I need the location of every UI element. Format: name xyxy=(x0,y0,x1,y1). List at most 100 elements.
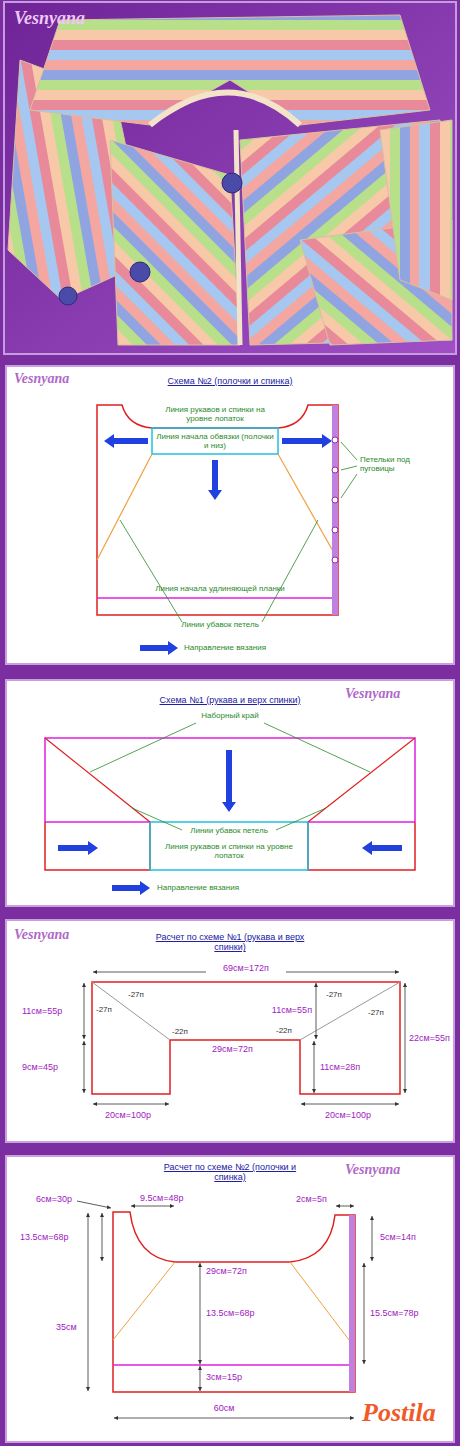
calc-2-part xyxy=(88,1206,372,1418)
scheme-2-part-part xyxy=(104,434,148,448)
calc-2-part xyxy=(290,1262,349,1340)
dimension-label: 20см=100р xyxy=(105,1110,151,1120)
dimension-label: -27п xyxy=(368,1008,384,1017)
line-label: Линия начала обвязки (полочки и низ) xyxy=(156,432,274,450)
photo-part xyxy=(236,130,240,345)
scheme-1-part-part xyxy=(58,841,98,855)
watermark: Vesnyana xyxy=(14,8,154,29)
calc-2-part xyxy=(349,1215,355,1392)
photo-part xyxy=(30,15,430,125)
scheme-1-part xyxy=(58,750,402,895)
scheme-2 xyxy=(97,405,357,655)
watermark: Vesnyana xyxy=(345,686,445,702)
scheme-title: Схема №1 (рукава и верх спинки) xyxy=(130,695,330,705)
scheme-1-part xyxy=(45,822,415,870)
scheme-2-part-part xyxy=(332,557,338,563)
scheme-2-part xyxy=(97,454,152,560)
calc-2-part-part xyxy=(364,1263,365,1364)
dimension-label: 9.5см=48р xyxy=(140,1193,183,1203)
calc-2-part xyxy=(113,1364,355,1366)
photo-part xyxy=(59,287,77,305)
scheme-1-part-part xyxy=(90,723,196,772)
calc-2 xyxy=(77,1201,372,1418)
watermark: Vesnyana xyxy=(14,371,104,387)
dimension-label: 9см=45р xyxy=(22,1062,58,1072)
photo-part xyxy=(222,173,242,193)
scheme-1-part-part xyxy=(264,723,370,772)
calc-2-part-part xyxy=(372,1216,373,1261)
scheme-2-part-part xyxy=(208,460,222,500)
scheme-1-part-part xyxy=(222,750,236,812)
scheme-2-part-part xyxy=(332,437,338,443)
photo-part xyxy=(4,2,456,354)
watermark: Vesnyana xyxy=(345,1162,445,1178)
dimension-label: 29см=72п xyxy=(206,1266,247,1276)
calc-1-part xyxy=(92,982,170,1040)
scheme-1-part-part xyxy=(362,841,402,855)
panel-frames-part xyxy=(6,680,454,906)
calc-1-part xyxy=(300,982,400,1040)
dimension-label: 11см=55п xyxy=(250,1005,312,1015)
calc-2-part-part xyxy=(336,1206,354,1207)
panel-frames-part xyxy=(6,920,454,1142)
scheme-1-part-part xyxy=(112,881,150,895)
calc-1-part xyxy=(92,982,400,1094)
line-label: Наборный край xyxy=(160,711,300,720)
dimension-label: 22см=55п xyxy=(409,1033,450,1043)
photo-part xyxy=(130,262,150,282)
calc-1-part-part xyxy=(316,983,317,1039)
scheme-2-part-part xyxy=(262,520,318,622)
scheme-1-part xyxy=(45,738,415,822)
dimension-label: -27п xyxy=(96,1005,112,1014)
scheme-2-part-part xyxy=(140,641,178,655)
calc-2-part-part xyxy=(200,1366,201,1391)
calc-1-part-part xyxy=(84,1041,85,1093)
scheme-2-part-part xyxy=(341,474,357,498)
calc-1 xyxy=(84,972,405,1104)
calc-1-part-part xyxy=(405,983,406,1093)
dimension-label: 13.5см=68р xyxy=(20,1232,68,1242)
scheme-2-part-part xyxy=(341,442,357,460)
calc-2-part-part xyxy=(131,1206,174,1207)
photo-part xyxy=(110,140,240,345)
calc-2-part xyxy=(113,1262,175,1340)
scheme-1-part-part xyxy=(276,808,326,830)
scheme-1-part xyxy=(150,822,308,870)
scheme-title: Расчет по схеме №2 (полочки и спинка) xyxy=(150,1162,310,1183)
scheme-2-part-part xyxy=(332,527,338,533)
calc-2-part xyxy=(113,1212,355,1392)
scheme-1 xyxy=(45,723,415,895)
calc-1-part-part xyxy=(84,983,85,1039)
scheme-title: Расчет по схеме №1 (рукава и верх спинки… xyxy=(150,932,310,953)
dimension-label: 2см=5п xyxy=(296,1194,327,1204)
line-label: Линии убавок петель xyxy=(156,826,302,835)
dimension-label: -27п xyxy=(326,990,342,999)
panel-frames-part xyxy=(6,366,454,664)
calc-2-part-part xyxy=(88,1213,89,1391)
calc-1-part-part xyxy=(93,1104,169,1105)
site-logo: Postila xyxy=(362,1398,436,1428)
dimension-label: 5см=14п xyxy=(380,1232,416,1242)
scheme-2-part-part xyxy=(341,466,357,470)
dimension-label: -27п xyxy=(128,990,144,999)
dimension-label: 20см=100р xyxy=(325,1110,371,1120)
line-label: Направление вязания xyxy=(157,883,307,892)
calc-2-part-part xyxy=(102,1213,103,1261)
calc-1-part xyxy=(84,972,405,1104)
calc-1-part-part xyxy=(301,1104,399,1105)
photo xyxy=(4,2,456,354)
dimension-label: 11см=55р xyxy=(22,1006,62,1016)
line-label: Направление вязания xyxy=(184,643,324,652)
dimension-label: -22п xyxy=(276,1026,292,1035)
dimension-label: 3см=15р xyxy=(206,1372,242,1382)
dimension-label: 11см=28п xyxy=(320,1062,360,1072)
photo-part xyxy=(150,93,300,126)
dimension-label: 60см xyxy=(194,1403,254,1413)
scheme-1-part-part xyxy=(132,808,182,830)
line-label: Линии убавок петель xyxy=(150,620,290,629)
dimension-label: -22п xyxy=(172,1027,188,1036)
